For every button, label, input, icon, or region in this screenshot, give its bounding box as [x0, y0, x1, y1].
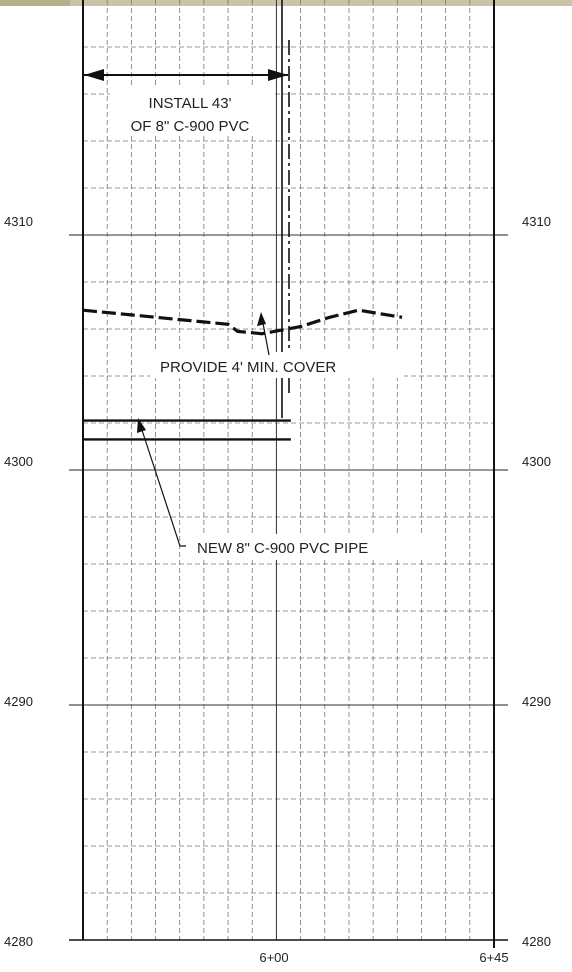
grid [69, 0, 508, 948]
elevation-labels-left: 4310 4300 4290 4280 [4, 214, 33, 949]
profile-lines [82, 308, 403, 441]
annotations: INSTALL 43' OF 8" C-900 PVC PROVIDE 4' M… [84, 0, 440, 560]
station-label-645: 6+45 [479, 950, 508, 965]
pipe-label: NEW 8" C-900 PVC PIPE [197, 540, 368, 557]
top-photo-strip-dark [0, 0, 70, 6]
install-label-line1: INSTALL 43' [149, 95, 232, 112]
elevation-label-4300-left: 4300 [4, 454, 33, 469]
elevation-labels-right: 4310 4300 4290 4280 [522, 214, 551, 949]
elevation-label-4280-left: 4280 [4, 934, 33, 949]
install-arrow-left-icon [84, 69, 104, 81]
station-label-600: 6+00 [259, 950, 288, 965]
station-labels: 6+00 6+45 [259, 950, 508, 965]
cover-label-bg [150, 352, 404, 378]
pipe-label-bg [186, 534, 440, 560]
elevation-label-4310-right: 4310 [522, 214, 551, 229]
pipe-leader-line [139, 423, 186, 547]
existing-ground-line [82, 308, 403, 336]
elevation-label-4300-right: 4300 [522, 454, 551, 469]
install-label-bg [110, 88, 272, 136]
cover-arrow-icon [257, 312, 266, 326]
elevation-label-4280-right: 4280 [522, 934, 551, 949]
cover-label: PROVIDE 4' MIN. COVER [160, 359, 336, 376]
install-arrow-right-icon [268, 69, 288, 81]
elevation-label-4290-left: 4290 [4, 694, 33, 709]
elevation-label-4290-right: 4290 [522, 694, 551, 709]
top-photo-strip [0, 0, 572, 6]
elevation-label-4310-left: 4310 [4, 214, 33, 229]
pipe-arrow-icon [137, 418, 146, 433]
install-label-line2: OF 8" C-900 PVC [131, 118, 250, 135]
